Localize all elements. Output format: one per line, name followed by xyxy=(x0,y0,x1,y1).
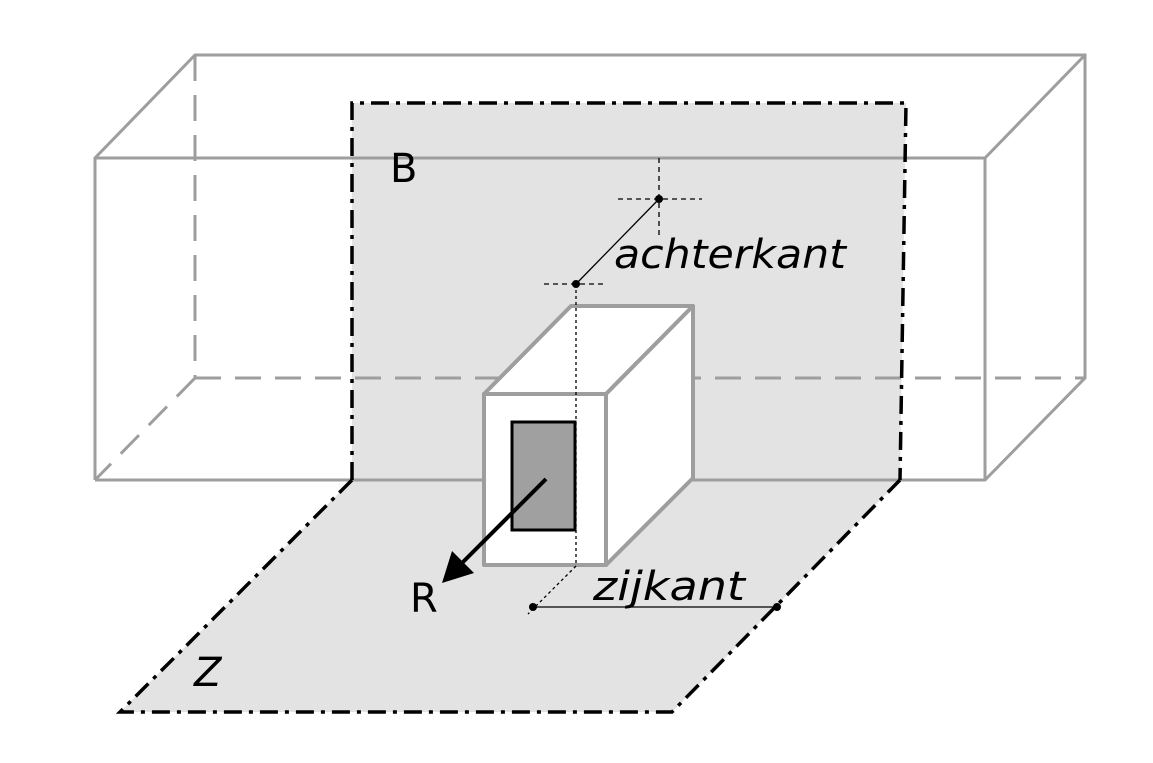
label-r: R xyxy=(410,576,438,622)
label-b: B xyxy=(390,146,417,192)
point-side-right xyxy=(773,603,781,611)
room-hidden-edge xyxy=(93,376,197,482)
arrow-shaft xyxy=(458,477,548,567)
measure-points xyxy=(529,195,781,611)
label-achterkant: achterkant xyxy=(614,232,847,278)
box-opening xyxy=(510,420,577,532)
point-mid xyxy=(572,280,580,288)
point-top xyxy=(655,195,663,203)
box xyxy=(482,304,695,567)
room-edge xyxy=(983,53,1087,160)
label-zijkant: zijkant xyxy=(592,564,747,610)
point-side-left xyxy=(529,603,537,611)
back-plane-outline xyxy=(350,101,908,481)
plane-outlines xyxy=(115,101,908,714)
floor-plane-z xyxy=(120,480,900,712)
floor-plane-outline xyxy=(115,478,902,714)
direction-arrow-r xyxy=(442,477,548,583)
label-z: Z xyxy=(193,650,223,696)
back-edge-leader xyxy=(575,198,660,285)
arrow-head xyxy=(442,551,474,583)
